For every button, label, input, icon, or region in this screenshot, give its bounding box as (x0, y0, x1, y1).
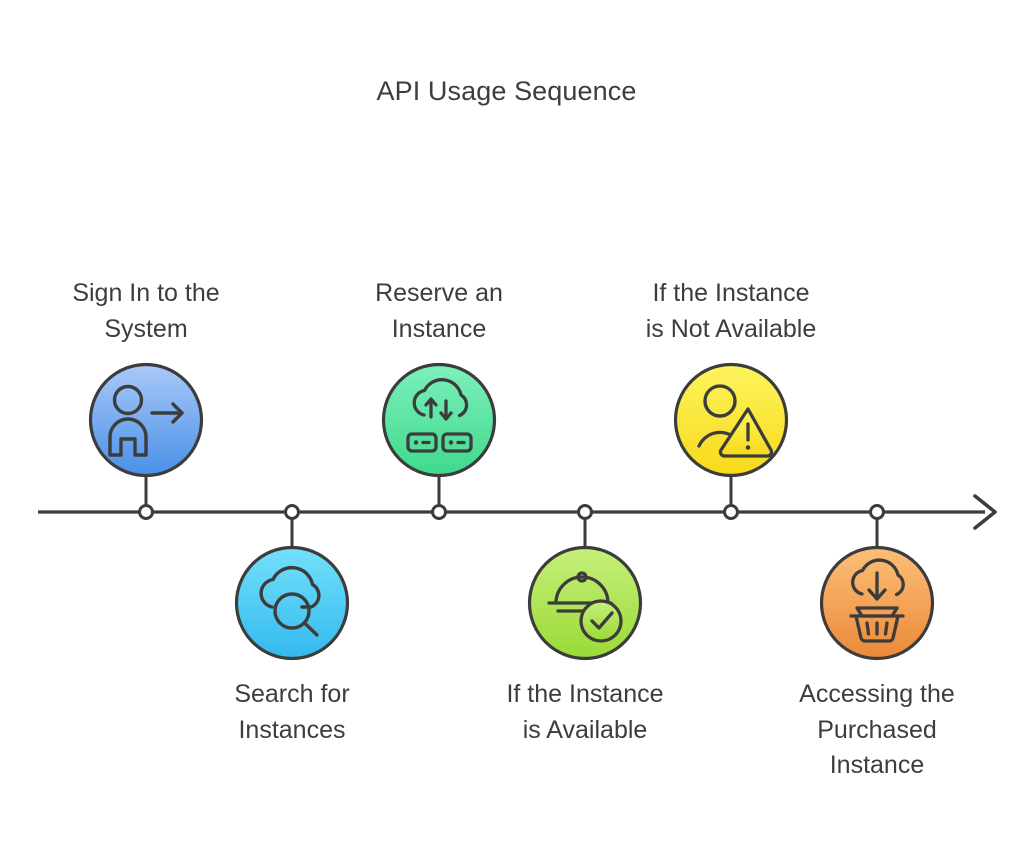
axis-marker-dot (723, 504, 739, 520)
node-connectors (144, 477, 879, 546)
node-label-instance-available: If the Instance is Available (506, 680, 664, 744)
node-instance-not-available[interactable] (673, 362, 789, 478)
axis-marker-dot (138, 504, 154, 520)
node-circle (234, 545, 350, 661)
axis-marker-dot (431, 504, 447, 520)
node-circle (381, 362, 497, 478)
cloud-search-icon (259, 565, 321, 637)
node-sign-in[interactable] (88, 362, 204, 478)
cloud-transfer-servers-icon (406, 378, 473, 453)
axis-marker-dot (869, 504, 885, 520)
service-dome-check-icon (547, 571, 623, 643)
axis-marker-dot (577, 504, 593, 520)
person-warning-icon (697, 384, 774, 458)
node-instance-available[interactable] (527, 545, 643, 661)
node-label-instance-not-available: If the Instance is Not Available (645, 279, 817, 343)
person-arrow-signin-icon (108, 384, 184, 457)
node-label-accessing-purchased-instance: Accessing the Purchased Instance (799, 680, 955, 779)
node-circle (88, 362, 204, 478)
cloud-download-basket-icon (849, 558, 905, 643)
arrow-head-icon (973, 494, 997, 530)
node-label-reserve-instance: Reserve an Instance (375, 279, 503, 343)
node-circle (819, 545, 935, 661)
node-search-instances[interactable] (234, 545, 350, 661)
axis-marker-dot (284, 504, 300, 520)
node-label-search-instances: Search for Instances (234, 680, 350, 744)
page-title: API Usage Sequence (376, 76, 637, 106)
node-circle (673, 362, 789, 478)
node-label-sign-in: Sign In to the System (72, 279, 220, 343)
timeline-axis (38, 494, 997, 530)
node-reserve-instance[interactable] (381, 362, 497, 478)
axis-markers (138, 504, 885, 520)
node-accessing-purchased-instance[interactable] (819, 545, 935, 661)
